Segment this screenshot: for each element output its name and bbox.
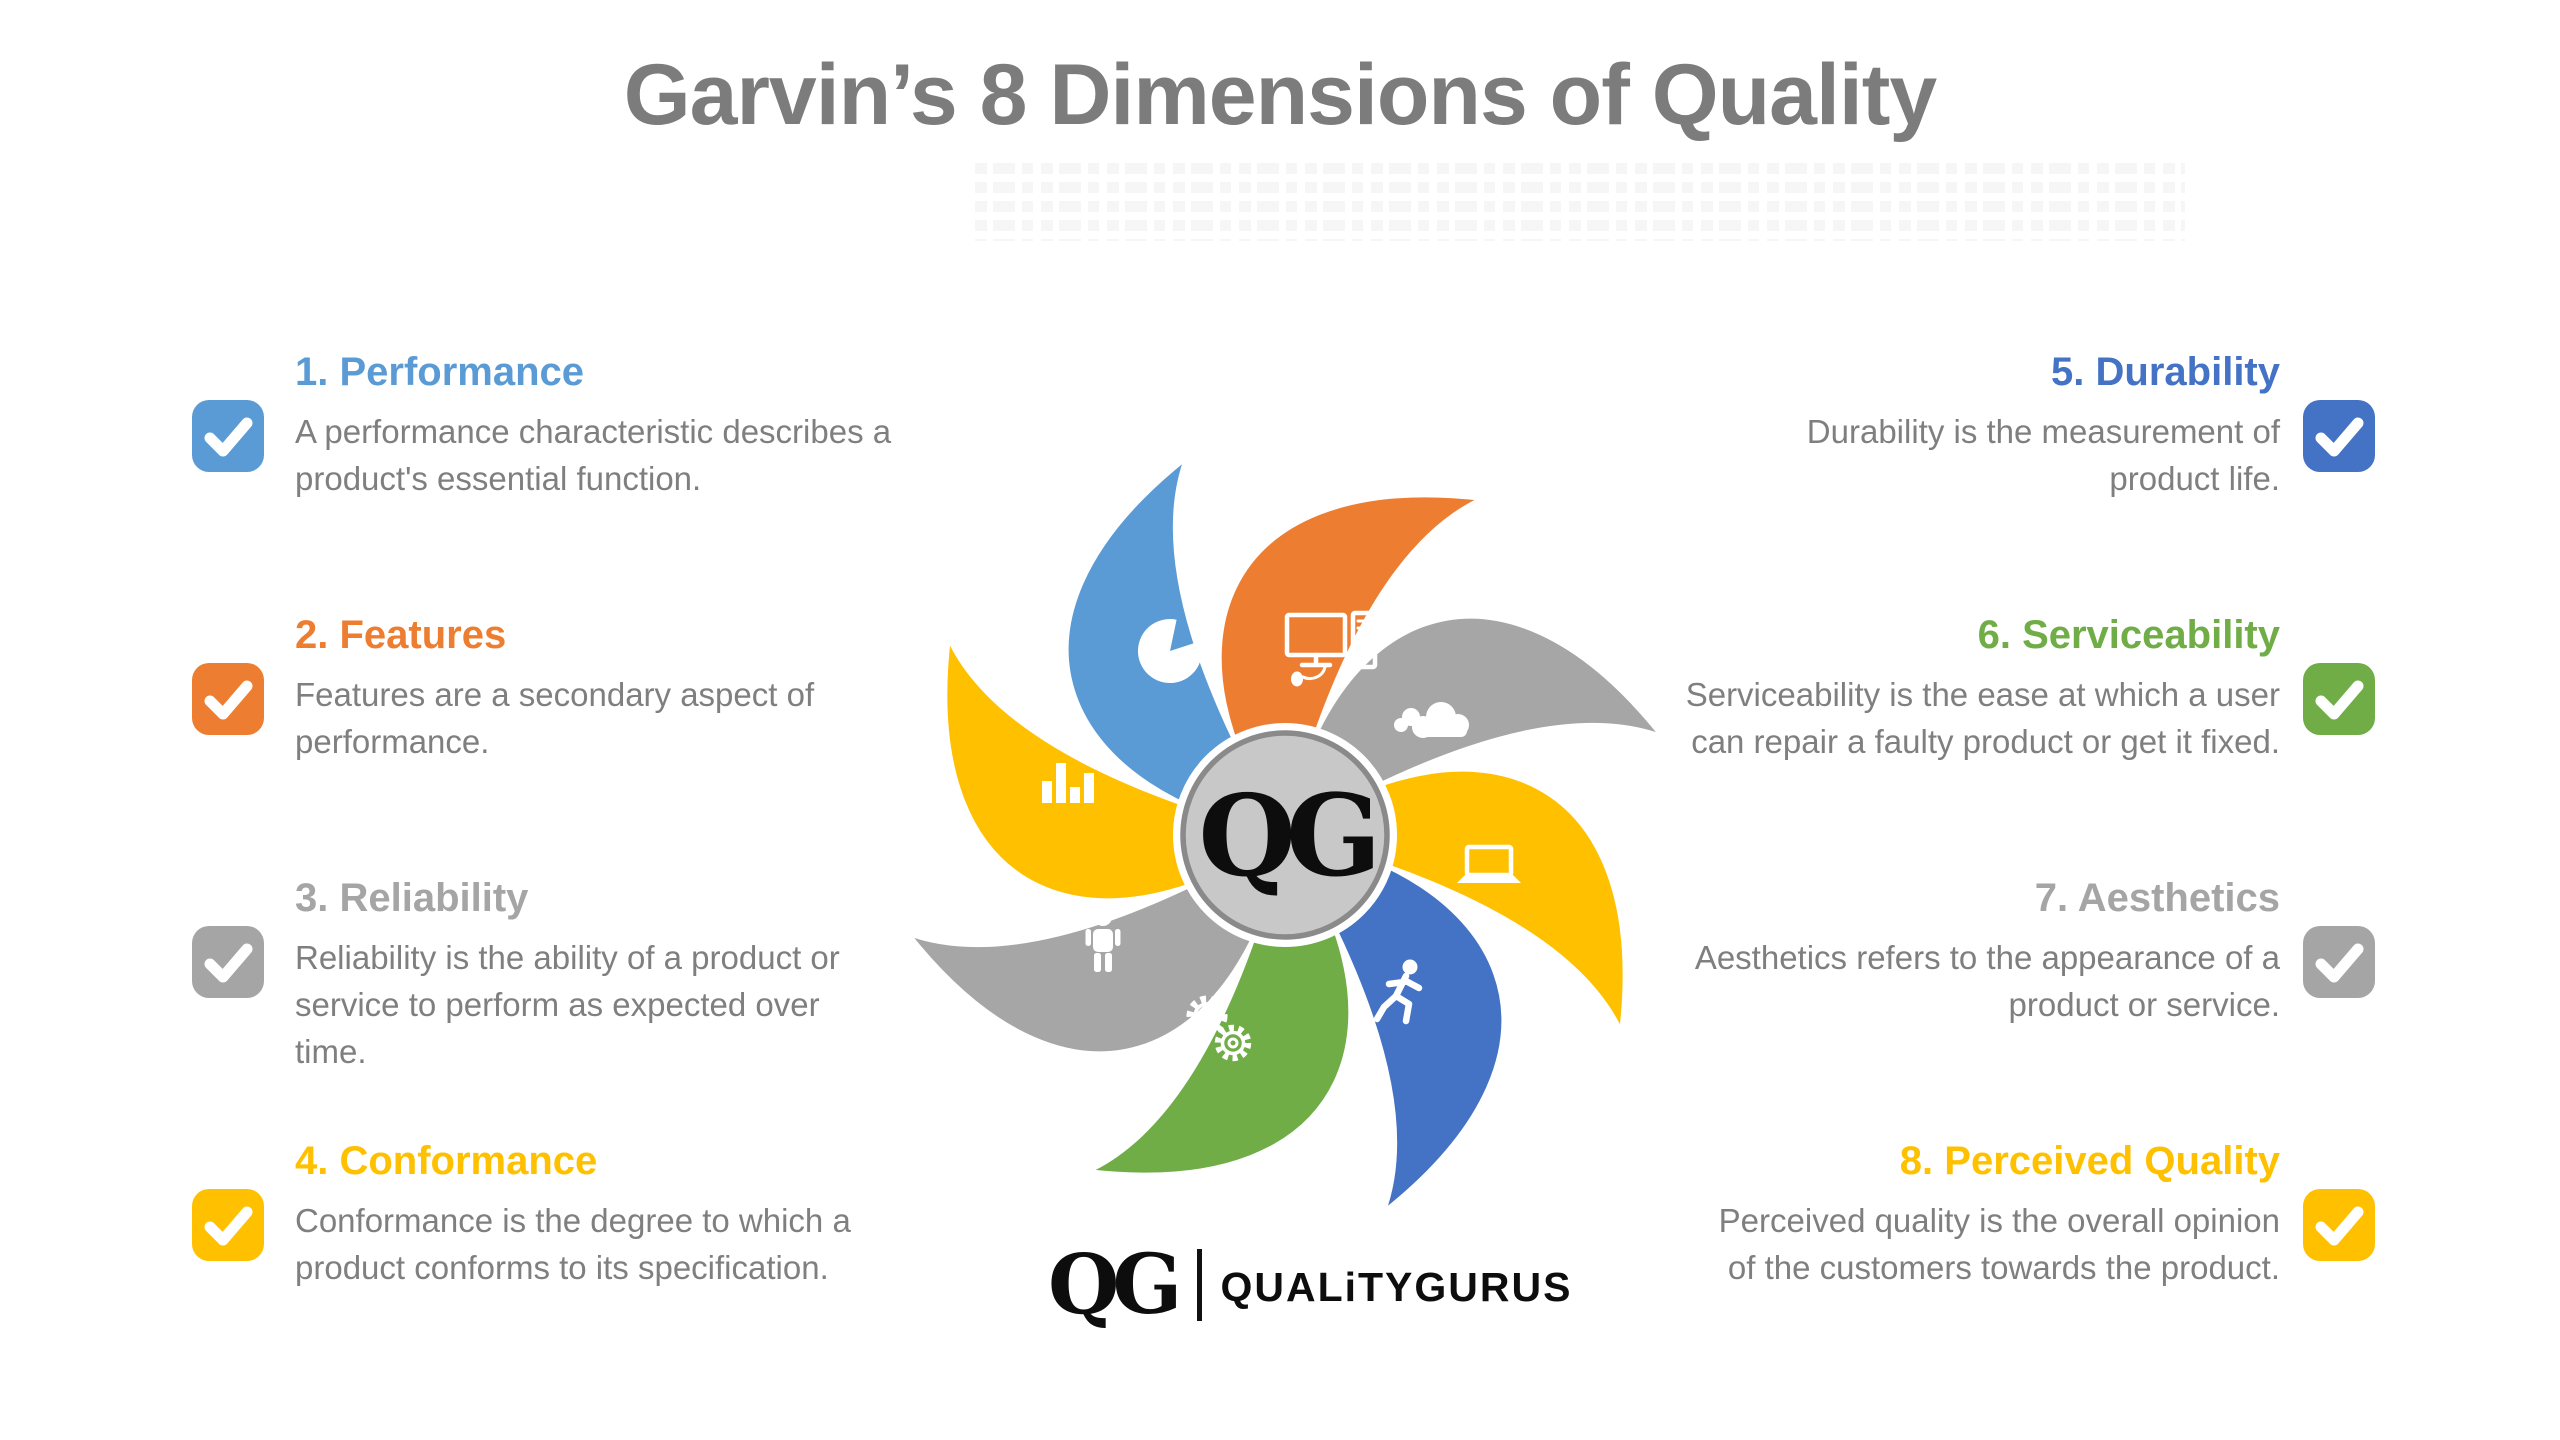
dimension-description: Conformance is the degree to which a pro…: [295, 1202, 851, 1286]
dimension-item-features: 2. Features Features are a secondary asp…: [190, 611, 950, 765]
checkbox-icon: [2303, 926, 2375, 998]
dimension-item-aesthetics: 7. Aesthetics Aesthetics refers to the a…: [1597, 874, 2377, 1028]
logo-divider: [1197, 1249, 1203, 1321]
dimension-description: Reliability is the ability of a product …: [295, 939, 840, 1070]
checkbox-icon: [192, 926, 264, 998]
checkbox-icon: [2303, 400, 2375, 472]
checkbox-icon: [192, 1189, 264, 1261]
cloud-icon: [1394, 702, 1469, 738]
dimension-item-performance: 1. Performance A performance characteris…: [190, 348, 950, 502]
dimension-heading: 3. Reliability: [295, 876, 529, 920]
bar-chart-icon: [1042, 763, 1094, 803]
dimension-description: A performance characteristic describes a…: [295, 413, 892, 497]
pinwheel-diagram: QG: [905, 455, 1665, 1215]
page-title: Garvin’s 8 Dimensions of Quality: [623, 47, 1938, 143]
dimension-item-reliability: 3. Reliability Reliability is the abilit…: [190, 874, 950, 1075]
dimension-item-conformance: 4. Conformance Conformance is the degree…: [190, 1137, 950, 1291]
faint-watermark-band: [975, 163, 2185, 241]
dimension-item-durability: 5. Durability Durability is the measurem…: [1597, 348, 2377, 502]
person-icon: [1085, 908, 1121, 972]
dimension-heading: 2. Features: [295, 613, 507, 657]
center-monogram: QG: [1198, 771, 1373, 902]
dimension-heading: 6. Serviceability: [1977, 613, 2280, 657]
qg-monogram: QG: [1048, 1237, 1182, 1333]
dimension-description: Features are a secondary aspect of perfo…: [295, 676, 815, 760]
dimension-heading: 7. Aesthetics: [2034, 876, 2280, 920]
dimension-heading: 4. Conformance: [295, 1139, 598, 1183]
checkbox-icon: [192, 663, 264, 735]
checkbox-icon: [2303, 663, 2375, 735]
dimension-description: Durability is the measurement of product…: [1806, 413, 2280, 497]
gears-icon: [1186, 995, 1252, 1062]
dimension-heading: 1. Performance: [295, 350, 585, 394]
runner-icon: [1373, 959, 1423, 1025]
checkbox-icon: [2303, 1189, 2375, 1261]
center-badge: [1180, 730, 1390, 940]
center-badge-halo: [1173, 723, 1397, 947]
dimension-heading: 5. Durability: [2051, 350, 2280, 394]
dimension-heading: 8. Perceived Quality: [1899, 1139, 2280, 1183]
dimension-item-serviceability: 6. Serviceability Serviceability is the …: [1597, 611, 2377, 765]
pie-chart-icon: [1137, 619, 1202, 684]
dimension-description: Serviceability is the ease at which a us…: [1685, 676, 2280, 760]
brand-name: QUALiTYGURUS: [1220, 1263, 1573, 1310]
dimension-description: Perceived quality is the overall opinion…: [1718, 1202, 2280, 1286]
dimension-description: Aesthetics refers to the appearance of a…: [1694, 939, 2280, 1023]
dimension-item-perceived-quality: 8. Perceived Quality Perceived quality i…: [1597, 1137, 2377, 1291]
footer-brand-logo: QG QUALiTYGURUS: [1048, 1240, 1572, 1330]
laptop-icon: [1457, 844, 1521, 883]
desktop-computer-icon: [1284, 610, 1378, 687]
checkbox-icon: [192, 400, 264, 472]
